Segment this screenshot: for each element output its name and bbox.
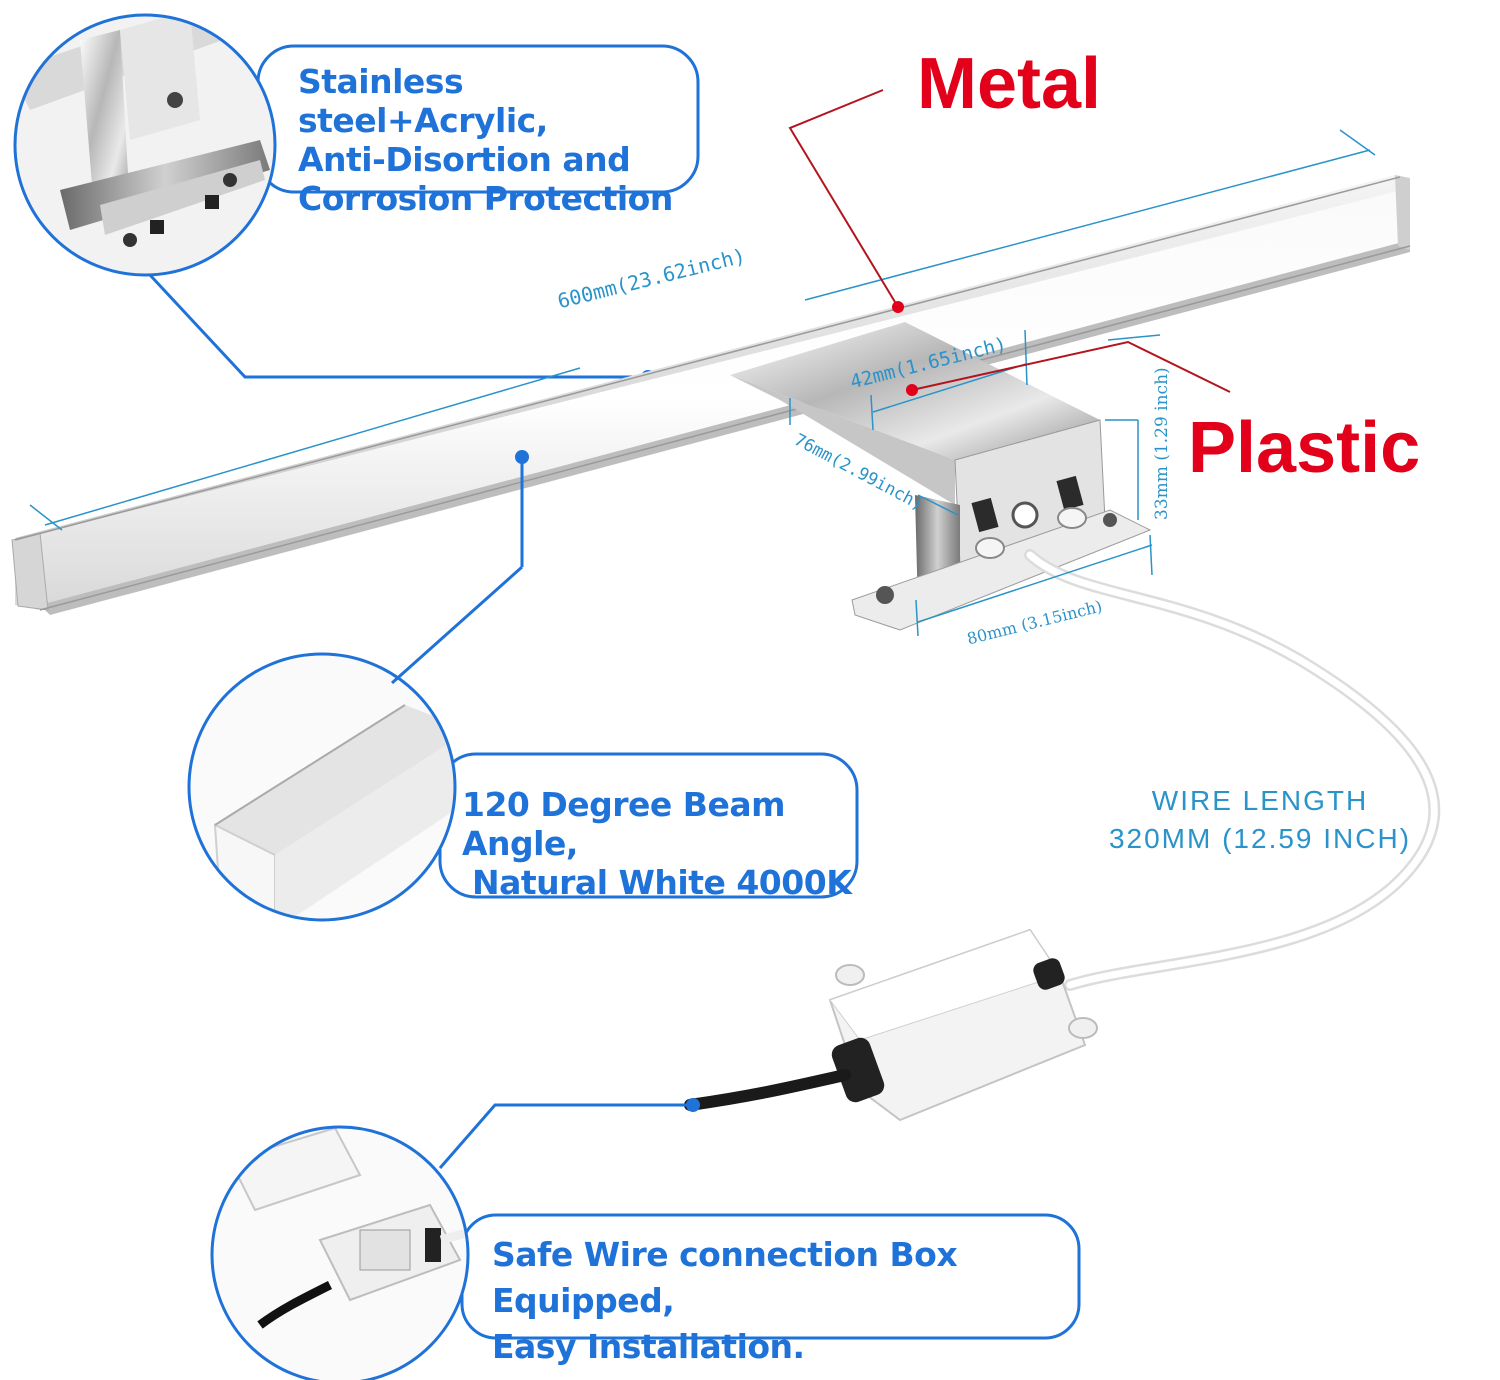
- beam-callout: [187, 450, 859, 922]
- bar-end-closeup-image: [189, 654, 455, 920]
- beam-callout-text: 120 Degree Beam Angle, Natural White 400…: [462, 785, 852, 902]
- plastic-label: Plastic: [1188, 408, 1421, 488]
- material-callout: [13, 13, 700, 384]
- wire-length-line-1: WIRE LENGTH: [1151, 785, 1369, 816]
- beam-line-2: Natural White 4000K: [472, 863, 852, 902]
- box-leader-line: [438, 1103, 690, 1169]
- material-callout-text: Stainless steel+Acrylic, Anti-Disortion …: [298, 62, 678, 218]
- material-line-3: Corrosion Protection: [298, 179, 673, 218]
- beam-line-1: 120 Degree Beam Angle,: [462, 785, 785, 863]
- material-leaders: [788, 89, 1231, 393]
- box-line-2: Easy Installation.: [492, 1327, 805, 1366]
- bracket-closeup-image: [15, 15, 275, 275]
- material-line-2: Anti-Disortion and: [298, 140, 631, 179]
- junction-box: [684, 928, 1098, 1122]
- beam-callout-circle: [187, 652, 457, 922]
- box-callout: [210, 1103, 1081, 1380]
- power-wire: [1024, 549, 1441, 991]
- material-line-1: Stainless steel+Acrylic,: [298, 62, 548, 140]
- beam-leader-line: [391, 565, 523, 685]
- wire-length-line-2: 320MM (12.59 INCH): [1108, 823, 1412, 854]
- box-callout-circle: [210, 1125, 470, 1380]
- dim-bracket-height-label: 33mm (1.29 inch): [1152, 367, 1172, 520]
- box-line-1: Safe Wire connection Box Equipped,: [492, 1235, 958, 1320]
- box-callout-text: Safe Wire connection Box Equipped, Easy …: [492, 1232, 1072, 1370]
- material-callout-circle: [13, 13, 277, 277]
- mounting-bracket: [730, 322, 1152, 631]
- material-leader-line: [148, 273, 645, 379]
- metal-label: Metal: [917, 44, 1102, 124]
- dimension-lines: [29, 129, 1376, 637]
- wire-length-label: WIRE LENGTH 320MM (12.59 INCH): [1080, 782, 1440, 858]
- junction-box-closeup-image: [212, 1127, 468, 1380]
- light-bar: [11, 175, 1411, 615]
